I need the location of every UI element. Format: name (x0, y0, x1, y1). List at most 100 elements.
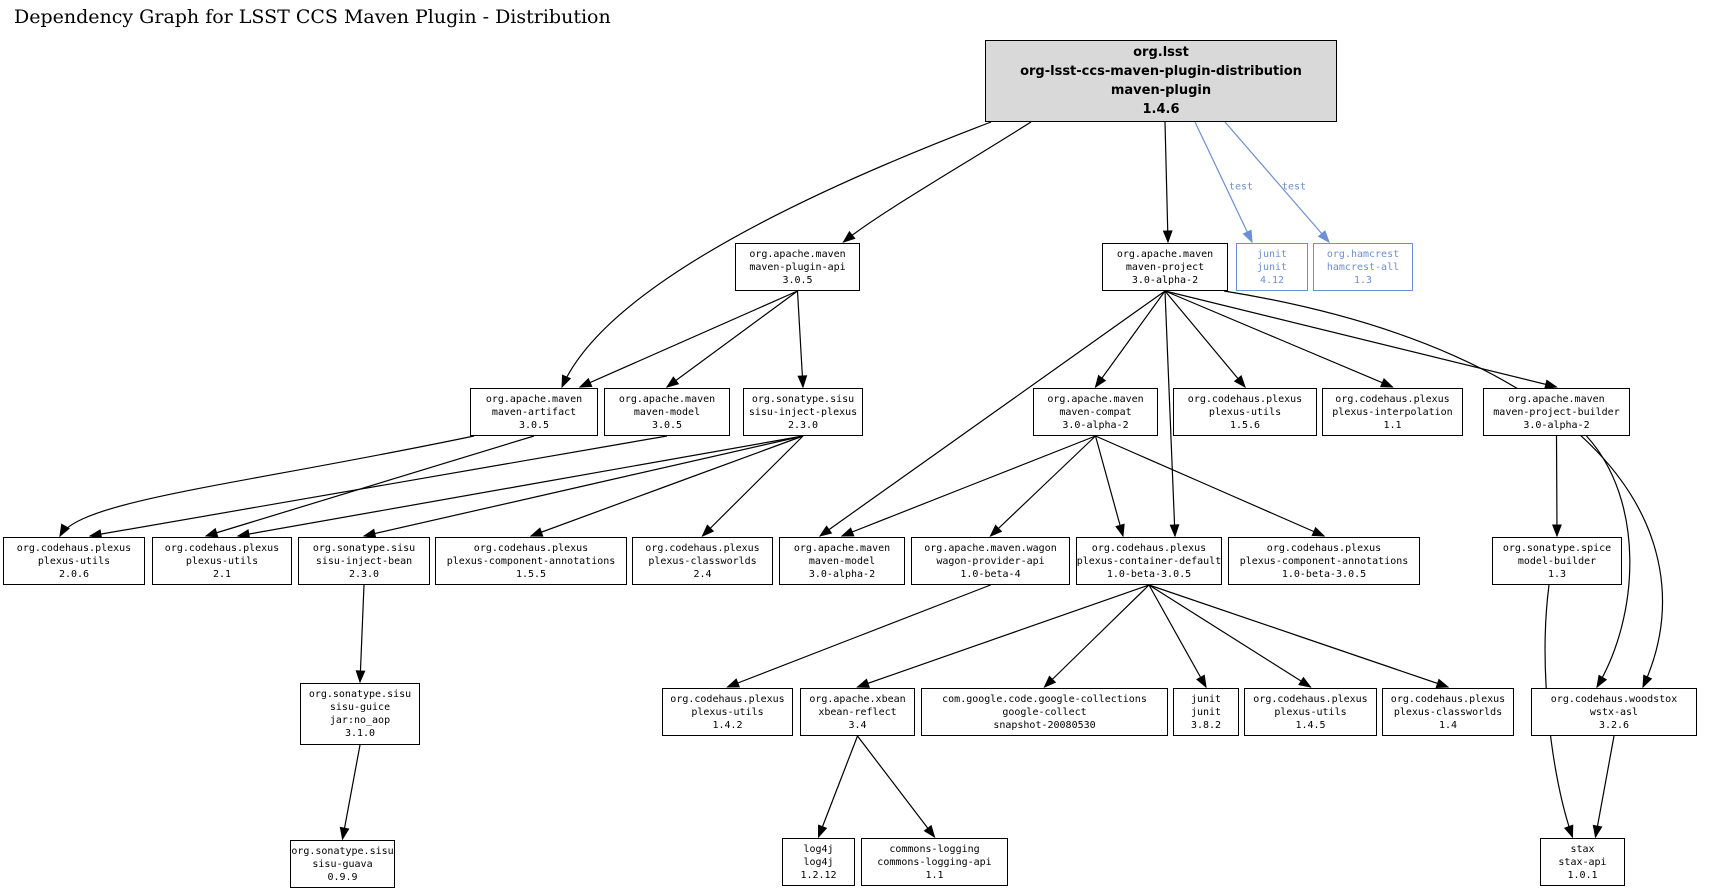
node-label-line: maven-compat (1059, 406, 1132, 418)
node-label-line: log4j (803, 843, 834, 855)
node-label-line: plexus-classworlds (648, 555, 757, 567)
node-label-line: model-builder (1517, 555, 1597, 567)
node-label-line: org.sonatype.spice (1502, 542, 1612, 554)
edge-maven-plugin-api-maven-artifact (579, 290, 798, 388)
node-label-line: org.apache.maven (485, 393, 583, 405)
node-label-line: 2.3.0 (348, 568, 380, 580)
edge-arrowhead (578, 377, 593, 388)
node-label-line: 1.2.12 (800, 869, 837, 881)
node-label-line: maven-project (1125, 261, 1205, 273)
node-label-line: 1.4.6 (1142, 102, 1180, 117)
node-label-line: junit (1190, 693, 1222, 705)
edge-sisu-inject-bean-sisu-guice (359, 584, 365, 683)
edge-maven-project-maven-project-builder (1164, 290, 1557, 388)
edge-maven-project-plexus-container-default (1164, 290, 1176, 537)
node-label-line: sisu-guice (329, 702, 391, 713)
node-label-line: 3.1.0 (344, 728, 376, 739)
edge-plexus-container-default-google-collections (1044, 584, 1150, 688)
node-label-line: 1.5.5 (515, 568, 547, 580)
node-label-line: 3.0.5 (651, 419, 683, 431)
node-label-line: 1.3 (1353, 274, 1373, 286)
node-label-line: org.apache.maven.wagon (924, 542, 1057, 554)
node-label-line: org.codehaus.plexus (1335, 393, 1450, 405)
node-label-line: 1.4.2 (712, 719, 743, 731)
node-label-line: org.apache.xbean (809, 693, 906, 705)
edge-root-maven-plugin-api (843, 121, 1032, 243)
node-label-line: 4.12 (1259, 274, 1285, 286)
node-label-line: 1.1 (1383, 419, 1402, 431)
node-label-line: maven-plugin-api (749, 261, 846, 273)
edge-xbean-reflect-commons-logging (857, 735, 935, 838)
node-label-line: org.codehaus.plexus (670, 693, 785, 705)
edge-root-maven-artifact (561, 121, 992, 388)
node-label-line: plexus-component-annotations (1239, 555, 1409, 567)
edge-maven-artifact-plexus-utils-206 (59, 435, 475, 537)
node-label-line: sisu-inject-plexus (748, 406, 858, 418)
node-label-line: 2.3.0 (787, 419, 819, 431)
node-label-line: xbean-reflect (818, 706, 897, 718)
edge-maven-project-builder-woodstox (1586, 435, 1631, 688)
node-label-line: wstx-asl (1589, 706, 1639, 718)
node-label-line: 1.5.6 (1229, 419, 1261, 431)
edge-arrowhead (989, 524, 1003, 537)
node-label-line: org.codehaus.plexus (645, 542, 760, 554)
node-label-line: 3.8.2 (1190, 719, 1222, 731)
node-label-line: maven-model (808, 555, 876, 567)
node-label-line: 0.9.9 (327, 871, 358, 883)
edge-arrowhead (1115, 523, 1125, 538)
edge-maven-artifact-plexus-utils-21 (205, 435, 535, 537)
edge-arrowhead (362, 528, 377, 539)
node-label-line: org.apache.maven (793, 542, 891, 554)
node-label-line: org.codehaus.plexus (1187, 393, 1303, 405)
edge-plexus-container-default-xbean-reflect (857, 584, 1150, 688)
node-label-line: plexus-utils (691, 706, 764, 718)
edge-arrowhead (1311, 526, 1326, 537)
node-label-line: junit (1256, 248, 1288, 260)
edge-root-hamcrest (1224, 121, 1330, 243)
edge-label-root-junit412: test (1228, 181, 1254, 193)
edge-arrowhead (1233, 375, 1246, 389)
node-label-line: 3.2.6 (1598, 719, 1630, 731)
node-label-line: plexus-classworlds (1393, 706, 1503, 718)
node-label-line: org.apache.maven (1116, 248, 1214, 260)
edge-maven-compat-plexus-component-annotations-10b (1095, 435, 1325, 537)
edge-arrowhead (1435, 678, 1450, 688)
edge-arrowhead (204, 527, 219, 538)
node-label-line: org.apache.maven (1047, 393, 1144, 405)
edge-maven-compat-plexus-container-default (1094, 435, 1124, 537)
edge-wagon-provider-api-plexus-utils-142 (727, 584, 991, 688)
edge-xbean-reflect-log4j (817, 735, 859, 838)
edge-arrowhead (842, 230, 856, 243)
edge-woodstox-stax-api (1594, 735, 1615, 838)
node-label-line: 1.1 (925, 869, 944, 881)
edge-arrowhead (561, 374, 572, 389)
edge-root-maven-project (1164, 121, 1169, 243)
node-label-line: plexus-utils (37, 555, 111, 567)
edge-arrowhead (797, 375, 808, 389)
node-label-line: maven-artifact (491, 406, 577, 418)
node-label-line: hamcrest-all (1326, 261, 1400, 273)
edge-arrowhead (840, 527, 855, 537)
edge-arrowhead (856, 678, 870, 688)
node-label-line: snapshot-20080530 (993, 719, 1096, 731)
node-label-line: com.google.code.google-collections (942, 693, 1147, 705)
edge-arrowhead (818, 525, 833, 537)
node-label-line: 2.0.6 (58, 568, 90, 580)
node-label-line: 1.0-beta-3.0.5 (1281, 568, 1367, 580)
